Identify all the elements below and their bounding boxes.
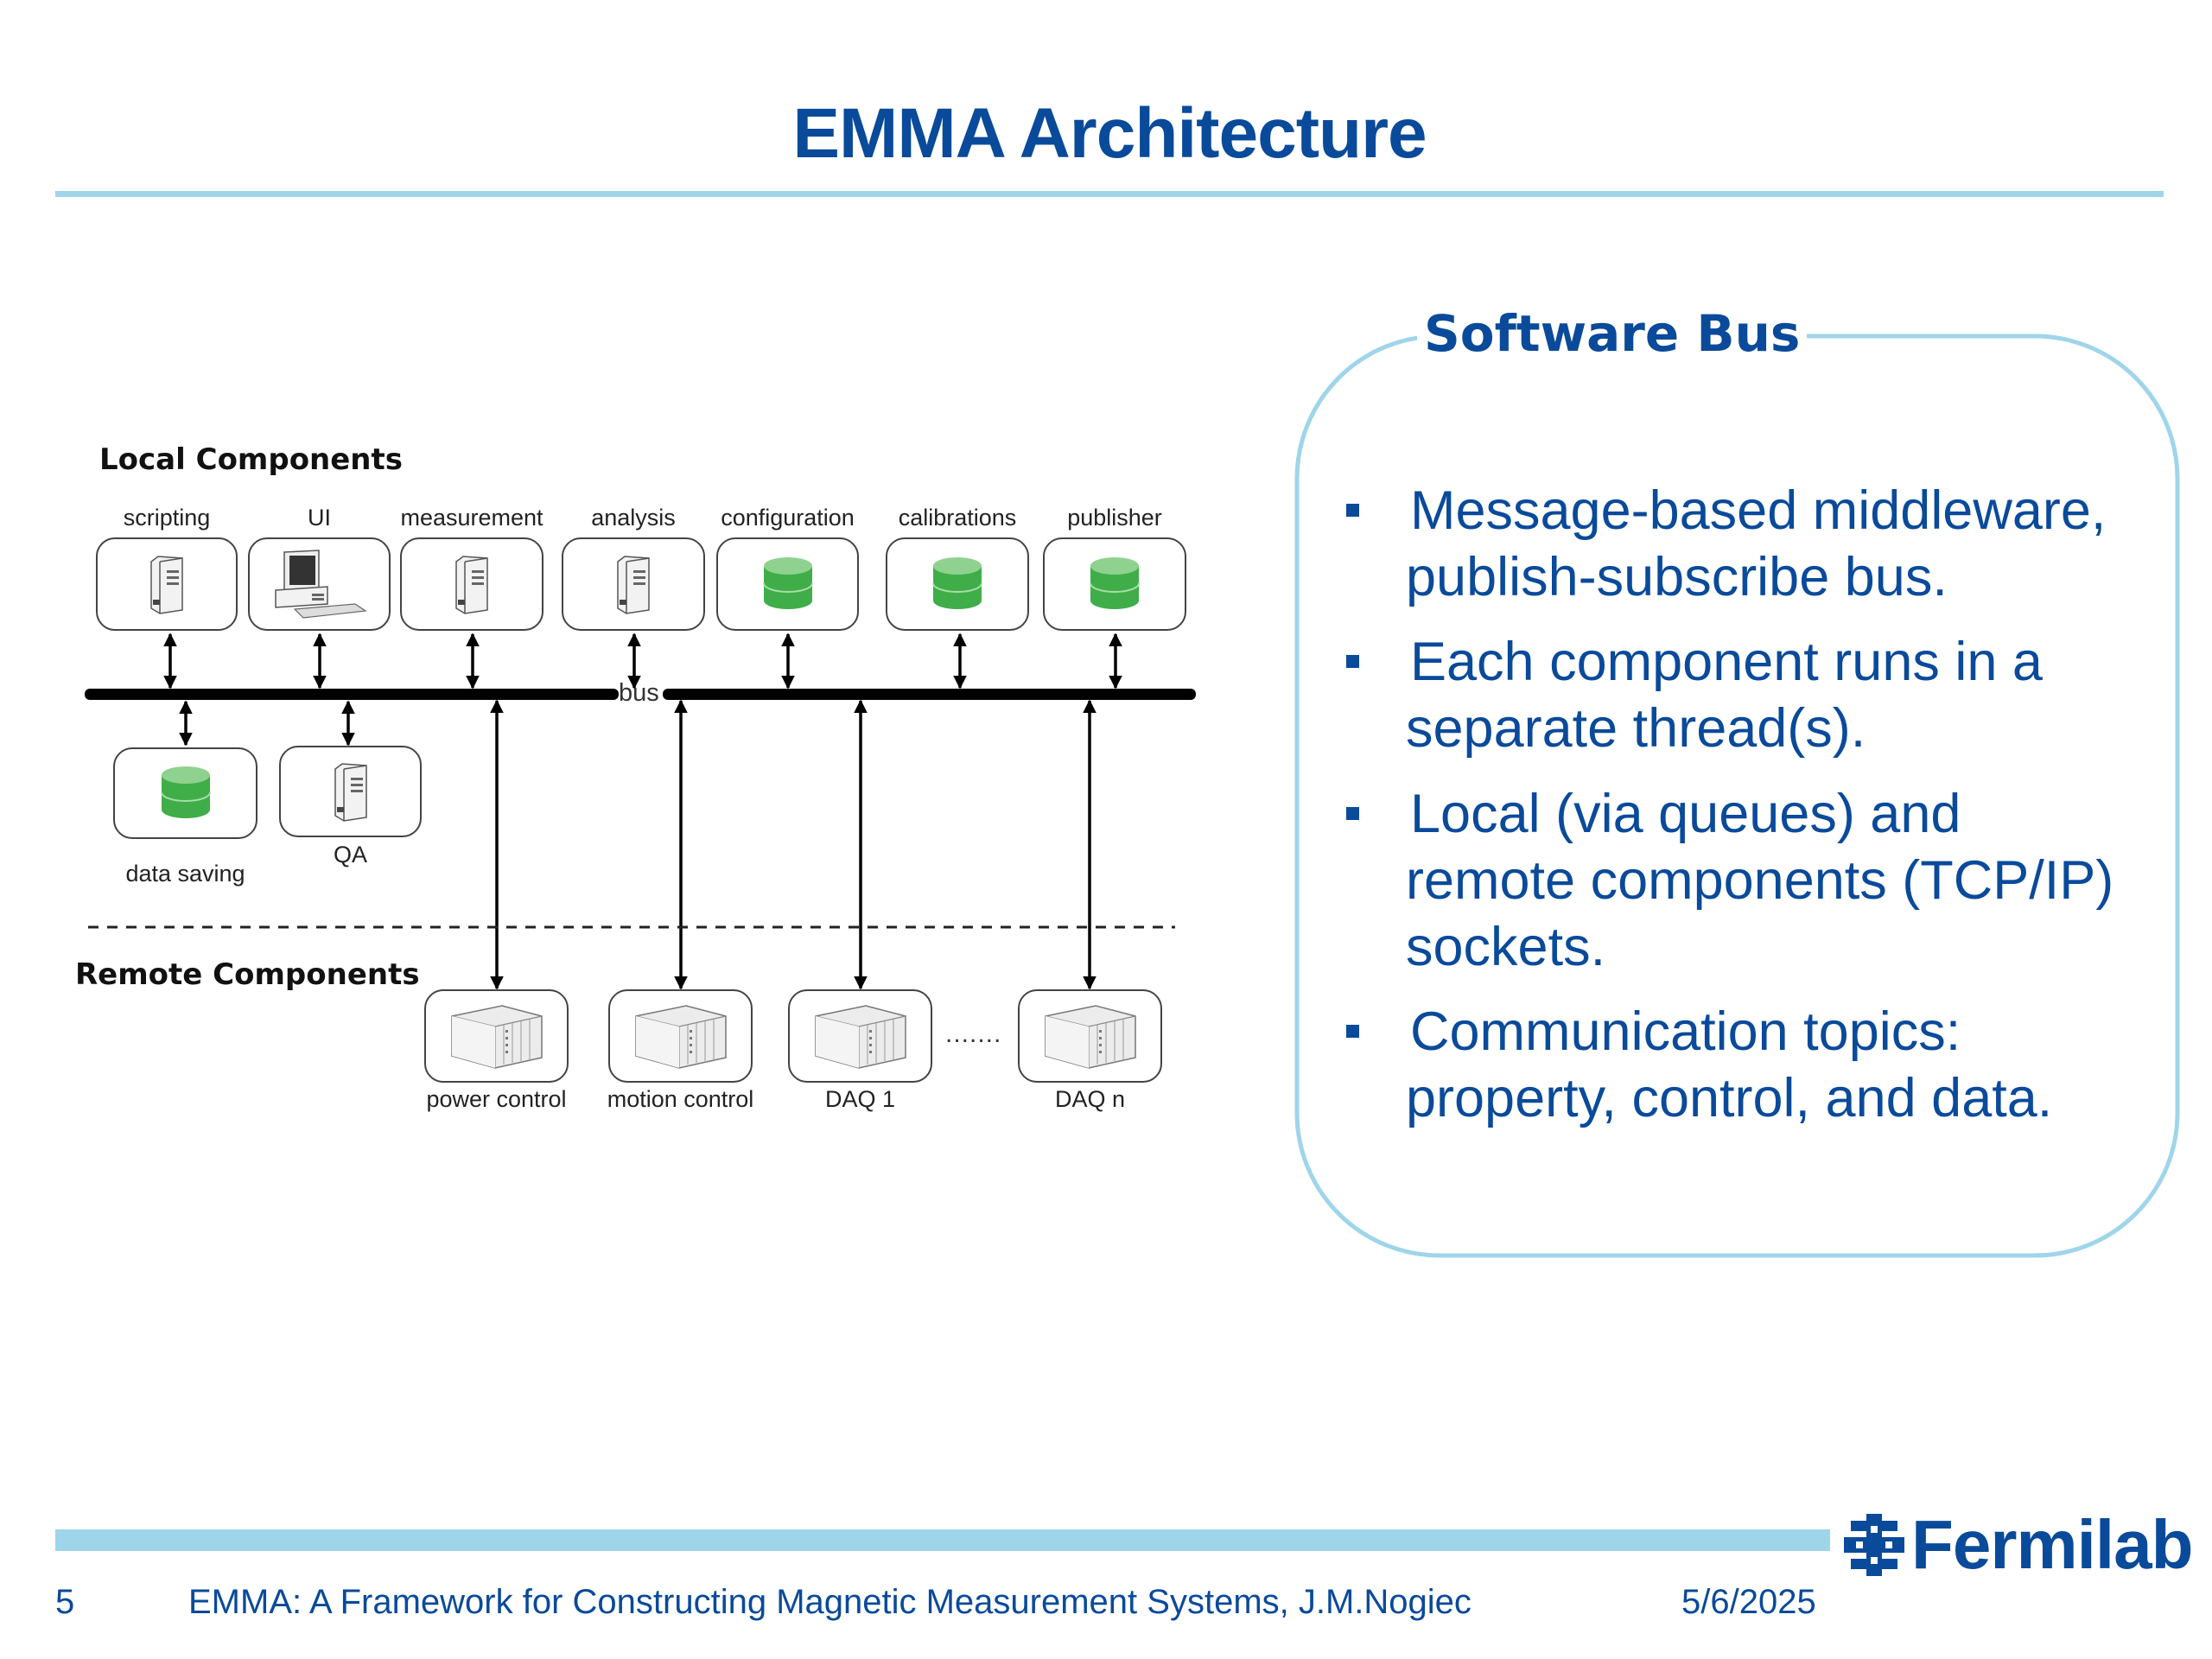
component-label: calibrations <box>898 505 1017 531</box>
component-label: measurement <box>400 505 543 531</box>
component-label: DAQ n <box>1054 1086 1126 1112</box>
database-icon <box>760 556 816 613</box>
bullet-line: publish-subscribe bus. <box>1406 547 1948 607</box>
bullet-line: Each component runs in a <box>1410 632 2043 692</box>
remote-components-label: Remote Components <box>75 957 420 992</box>
component-label: DAQ 1 <box>824 1086 896 1112</box>
component-label: UI <box>308 505 331 531</box>
component-ui <box>248 537 391 631</box>
local-components-label: Local Components <box>99 442 404 477</box>
component-daq-1 <box>788 989 932 1083</box>
fermilab-wordmark: Fermilab <box>1911 1506 2193 1583</box>
desktop-computer-icon <box>269 547 371 621</box>
bullet-line: Local (via queues) and <box>1410 784 1961 844</box>
component-scripting <box>96 537 238 631</box>
component-configuration <box>716 537 859 631</box>
server-tower-icon <box>146 553 188 615</box>
slide-title: EMMA Architecture <box>792 94 1427 173</box>
component-label: analysis <box>591 505 676 531</box>
bullet-line: Communication topics: <box>1410 1001 1961 1062</box>
component-power-control <box>424 989 569 1083</box>
fermilab-emblem-icon <box>1844 1514 1904 1576</box>
bus-line-right <box>663 689 1196 700</box>
component-analysis <box>562 537 705 631</box>
database-icon <box>158 765 213 822</box>
bullet-line: separate thread(s). <box>1406 698 1866 759</box>
server-tower-icon <box>330 760 372 823</box>
bullet-line: sockets. <box>1406 917 1606 977</box>
server-tower-icon <box>451 553 493 615</box>
component-calibrations <box>886 537 1029 631</box>
bus-label: bus <box>619 679 659 707</box>
bullet-square-icon <box>1346 1025 1359 1038</box>
bullet-line: Message-based middleware, <box>1410 480 2107 541</box>
title-divider <box>55 191 2164 197</box>
presentation-date: 5/6/2025 <box>1681 1583 1816 1621</box>
component-label: motion control <box>607 1086 754 1112</box>
bus-line-left <box>85 689 619 700</box>
fermilab-logo: Fermilab <box>1844 1506 2193 1583</box>
bullet-line: property, control, and data. <box>1406 1068 2053 1128</box>
bullet-square-icon <box>1346 504 1359 517</box>
database-icon <box>1087 556 1142 613</box>
rack-chassis-icon <box>1040 1001 1141 1071</box>
page-number: 5 <box>55 1583 75 1621</box>
component-label: QA <box>333 842 368 868</box>
software-bus-title: Software Bus <box>1417 304 1808 363</box>
diagram-connectors <box>85 632 1196 990</box>
architecture-diagram: Local Components Remote Components bus s… <box>0 0 1279 1210</box>
bullet-line: remote components (TCP/IP) <box>1406 850 2114 911</box>
footer-band <box>55 1529 1830 1551</box>
component-qa <box>279 746 422 837</box>
component-measurement <box>400 537 543 631</box>
component-label: configuration <box>721 505 855 531</box>
rack-chassis-icon <box>447 1001 547 1071</box>
component-publisher <box>1043 537 1186 631</box>
component-label: scripting <box>123 505 211 531</box>
component-motion-control <box>608 989 753 1083</box>
database-icon <box>930 556 985 613</box>
component-daq-n <box>1018 989 1162 1083</box>
component-label: data saving <box>125 861 245 887</box>
component-label: power control <box>426 1086 567 1112</box>
bullet-square-icon <box>1346 807 1359 820</box>
component-data-saving <box>113 747 257 839</box>
more-daq-ellipsis: ....... <box>945 1020 1002 1048</box>
component-label: publisher <box>1067 505 1162 531</box>
rack-chassis-icon <box>631 1001 731 1071</box>
presentation-title: EMMA: A Framework for Constructing Magne… <box>188 1583 1471 1621</box>
server-tower-icon <box>613 553 654 615</box>
bullet-square-icon <box>1346 655 1359 668</box>
rack-chassis-icon <box>810 1001 911 1071</box>
